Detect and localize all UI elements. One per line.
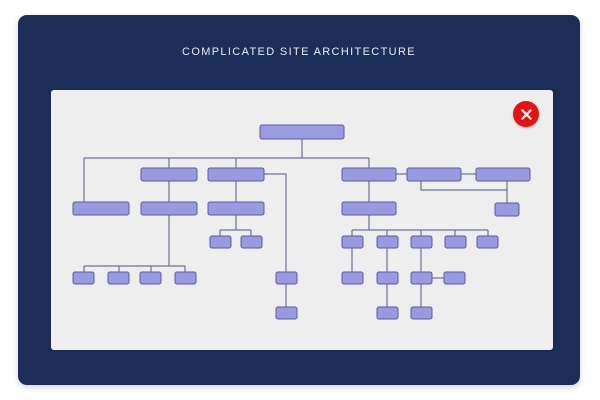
diagram-node[interactable] [341, 167, 397, 182]
diagram-connector [264, 173, 287, 272]
site-architecture-diagram [72, 124, 531, 320]
page-title: COMPLICATED SITE ARCHITECTURE [182, 46, 416, 58]
diagram-node[interactable] [275, 271, 298, 285]
diagram-node[interactable] [139, 271, 162, 285]
diagram-node[interactable] [406, 167, 462, 182]
diagram-node[interactable] [376, 235, 399, 249]
close-button[interactable] [513, 101, 539, 127]
diagram-node[interactable] [72, 201, 130, 216]
diagram-node[interactable] [207, 167, 265, 182]
window-frame: COMPLICATED SITE ARCHITECTURE [18, 15, 580, 385]
diagram-node[interactable] [259, 124, 345, 140]
diagram-canvas-panel [51, 90, 553, 350]
diagram-node[interactable] [494, 202, 520, 217]
diagram-node[interactable] [174, 271, 197, 285]
diagram-node[interactable] [140, 167, 198, 182]
diagram-node[interactable] [376, 271, 399, 285]
diagram-node[interactable] [410, 306, 433, 320]
diagram-node[interactable] [444, 235, 467, 249]
diagram-connector [420, 181, 508, 203]
diagram-node[interactable] [476, 235, 499, 249]
diagram-node[interactable] [341, 235, 364, 249]
diagram-node-layer [72, 124, 531, 320]
close-icon [520, 108, 532, 120]
diagram-node[interactable] [443, 271, 466, 285]
diagram-node[interactable] [140, 201, 198, 216]
diagram-node[interactable] [410, 235, 433, 249]
diagram-node[interactable] [376, 306, 399, 320]
diagram-node[interactable] [341, 201, 397, 216]
diagram-node[interactable] [475, 167, 531, 182]
diagram-node[interactable] [410, 271, 433, 285]
diagram-node[interactable] [207, 201, 265, 216]
diagram-node[interactable] [209, 235, 232, 249]
diagram-node[interactable] [275, 306, 298, 320]
diagram-node[interactable] [107, 271, 130, 285]
diagram-node[interactable] [240, 235, 263, 249]
diagram-node[interactable] [341, 271, 364, 285]
diagram-node[interactable] [72, 271, 95, 285]
